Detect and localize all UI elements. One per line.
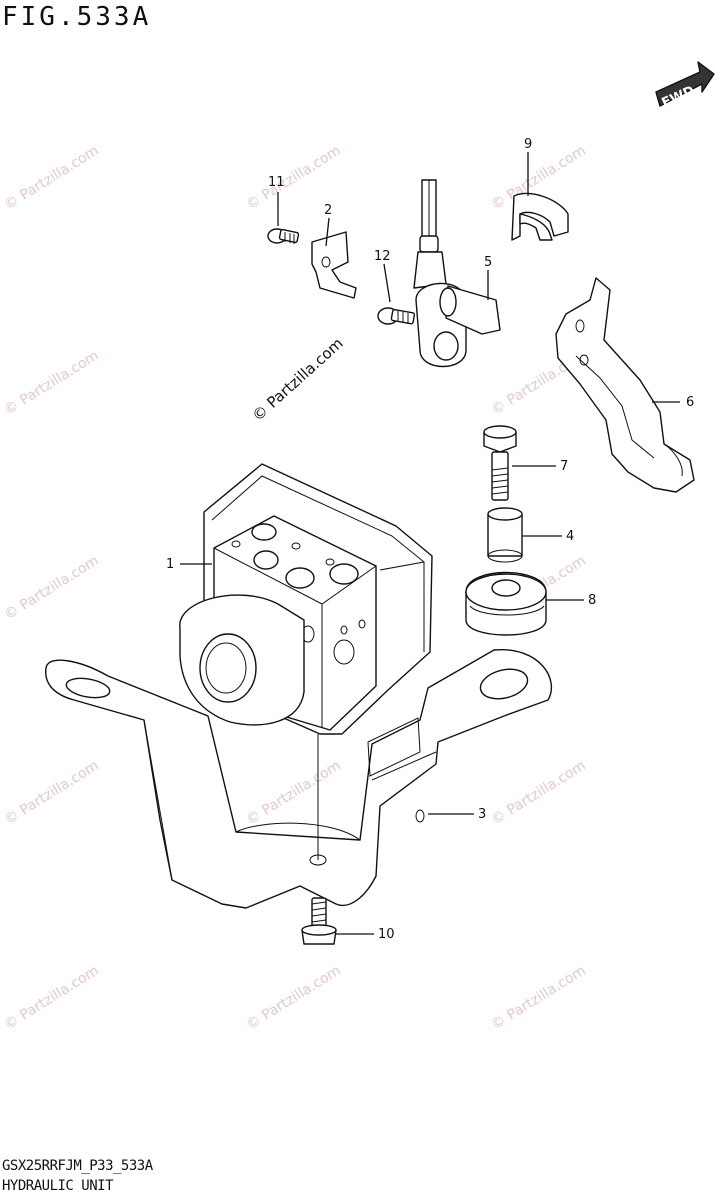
hydraulic-unit-1-icon (179, 463, 433, 735)
bolt-7-icon (483, 425, 517, 501)
watermark: © Partzilla.com (2, 963, 102, 1034)
callout-5: 5 (484, 255, 492, 270)
callout-labels: 11 2 12 9 5 6 7 4 8 1 3 10 (166, 137, 694, 942)
watermark: © Partzilla.com (2, 553, 102, 624)
model-code: GSX25RRFJM_P33_533A (2, 1158, 153, 1174)
watermark-center: © Partzilla.com (249, 334, 347, 425)
bracket-3-icon (45, 649, 553, 909)
bracket-6-icon (555, 277, 695, 493)
bracket-2-icon (311, 231, 357, 299)
callout-3: 3 (478, 807, 486, 822)
bolt-11-icon (267, 228, 300, 244)
grommet-8-icon (465, 571, 547, 636)
callout-9: 9 (524, 137, 532, 152)
watermark: © Partzilla.com (2, 143, 102, 214)
collar-4-icon (487, 507, 523, 563)
bolt-12-icon (377, 307, 416, 325)
callout-8: 8 (588, 593, 596, 608)
callout-10: 10 (378, 927, 395, 942)
watermark: © Partzilla.com (244, 963, 344, 1034)
bolt-10-icon (301, 897, 337, 945)
fwd-arrow-icon: FWD (655, 61, 715, 111)
watermark: © Partzilla.com (2, 348, 102, 419)
callout-12: 12 (374, 249, 391, 264)
section-name: HYDRAULIC UNIT (2, 1178, 114, 1194)
watermark: © Partzilla.com (244, 758, 344, 829)
figure-title: FIG.533A (2, 2, 152, 32)
watermark: © Partzilla.com (489, 963, 589, 1034)
callout-1: 1 (166, 557, 174, 572)
callout-7: 7 (560, 459, 568, 474)
clamp-9-icon (511, 192, 569, 241)
sensor-5-icon (413, 179, 501, 368)
callout-4: 4 (566, 529, 574, 544)
watermark: © Partzilla.com (2, 758, 102, 829)
leader-lines (180, 152, 680, 935)
callout-2: 2 (324, 203, 332, 218)
callout-6: 6 (686, 395, 694, 410)
watermark: © Partzilla.com (489, 758, 589, 829)
callout-11: 11 (268, 175, 285, 190)
